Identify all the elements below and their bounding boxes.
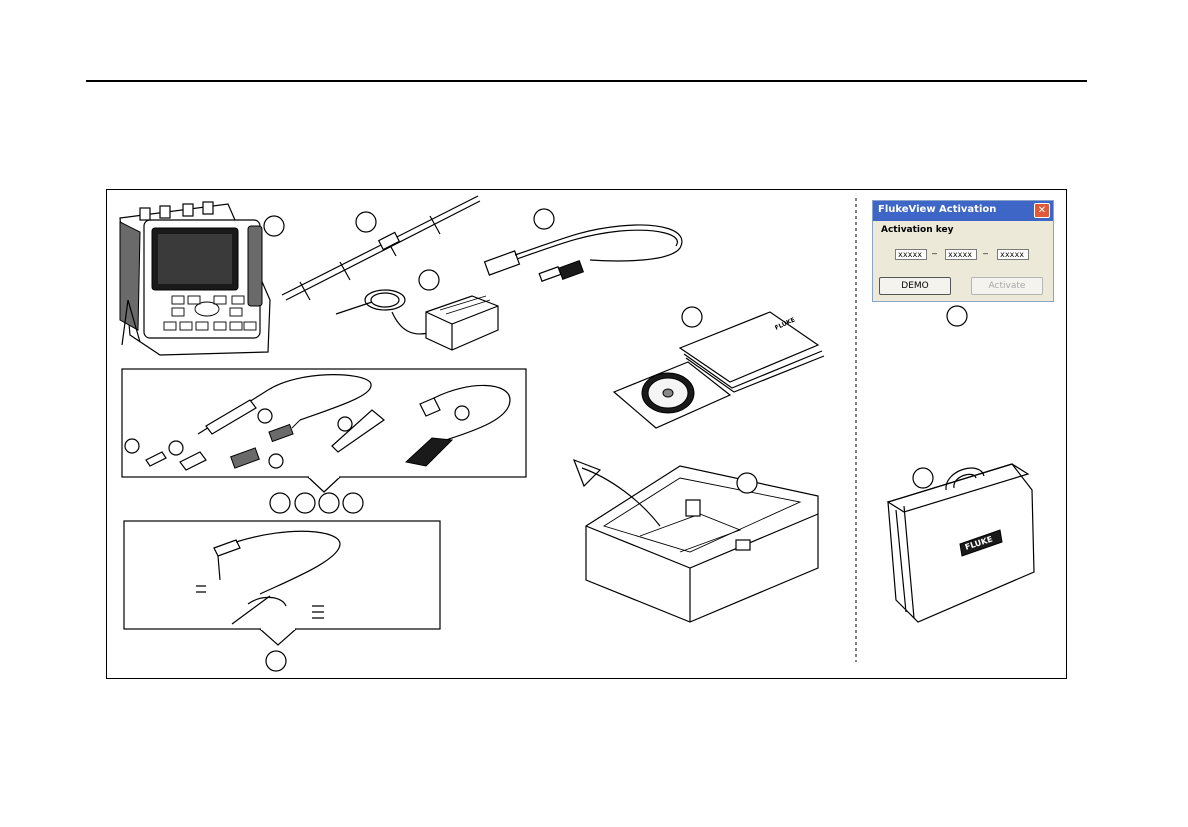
dialog-titlebar: FlukeView Activation ✕	[873, 201, 1053, 221]
callout-circle	[913, 468, 933, 488]
activate-button[interactable]: Activate	[971, 277, 1043, 295]
activation-key-field-3[interactable]: xxxxx	[997, 249, 1029, 260]
manual-and-cd-illustration: FLUKE	[614, 312, 824, 428]
dialog-title: FlukeView Activation	[878, 204, 996, 215]
callout-circle	[270, 493, 290, 513]
callout-circle	[269, 454, 283, 468]
demo-button[interactable]: DEMO	[879, 277, 951, 295]
callout-circle	[947, 306, 967, 326]
callout-circle	[534, 209, 554, 229]
callout-circle	[356, 212, 376, 232]
power-adapter-illustration	[336, 290, 498, 350]
hand-strap-illustration	[282, 196, 480, 300]
callout-circle	[295, 493, 315, 513]
key-separator: –	[932, 248, 937, 258]
shipping-box-illustration	[574, 460, 818, 622]
key-separator: –	[983, 248, 988, 258]
callout-circle	[258, 409, 272, 423]
panel-pointer	[308, 477, 340, 492]
ground-lead-panel	[124, 521, 440, 629]
callout-circle	[737, 473, 757, 493]
callout-circle	[319, 493, 339, 513]
activation-dialog: FlukeView Activation ✕ Activation key xx…	[872, 200, 1054, 302]
callout-circle	[419, 270, 439, 290]
scope-illustration	[120, 202, 270, 355]
close-icon[interactable]: ✕	[1034, 203, 1050, 218]
activation-key-field-2[interactable]: xxxxx	[945, 249, 977, 260]
callout-circle	[169, 441, 183, 455]
callout-circle	[264, 216, 284, 236]
callout-circle	[455, 406, 469, 420]
callout-circle	[125, 439, 139, 453]
callout-circle	[338, 417, 352, 431]
probe-accessories-panel	[122, 369, 526, 477]
callout-circle	[266, 651, 286, 671]
callout-circle	[682, 307, 702, 327]
callout-circle	[343, 493, 363, 513]
usb-cable-illustration	[485, 225, 682, 281]
activation-key-field-1[interactable]: xxxxx	[895, 249, 927, 260]
carry-case-illustration: FLUKE	[888, 464, 1034, 622]
panel-pointer	[260, 629, 296, 645]
activation-key-label: Activation key	[881, 225, 953, 235]
